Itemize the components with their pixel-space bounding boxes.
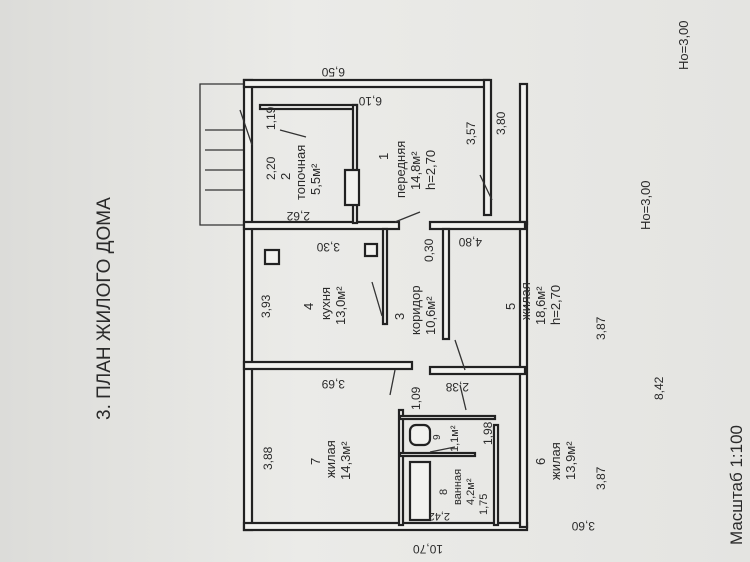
doors [239, 109, 493, 453]
dim-2-20: 2,20 [264, 156, 278, 180]
room-5-name: жилая [518, 282, 533, 320]
dim-2-42: 2,42 [429, 510, 450, 522]
room-9-num: 9 [432, 434, 443, 440]
room-7-num: 7 [308, 458, 323, 465]
dim-3-69: 3,69 [321, 377, 345, 391]
walls [242, 78, 529, 532]
dim-2-62: 2,62 [286, 209, 310, 223]
dim-3-80: 3,80 [494, 111, 508, 135]
dim-2-38: 2,38 [445, 380, 469, 394]
plan-title: 3. ПЛАН ЖИЛОГО ДОМА [94, 197, 115, 420]
dim-8-42: 8,42 [652, 376, 666, 400]
room-5-num: 5 [503, 303, 518, 310]
room-1-area: 14,8м² [408, 151, 423, 190]
dim-3-87-b: 3,87 [594, 466, 608, 490]
room-1-name: передняя [393, 141, 408, 198]
dim-10-70: 10,70 [413, 542, 443, 556]
dim-4-80: 4,80 [458, 235, 482, 249]
room-3-name: коридор [408, 285, 423, 335]
room-4-area: 13,0м² [333, 286, 348, 325]
dim-1-09: 1,09 [409, 386, 423, 410]
dim-1-75: 1,75 [478, 494, 490, 515]
room-9-area: 1,1м² [449, 425, 461, 452]
room-1-num: 1 [376, 153, 391, 160]
room-1-height: h=2,70 [423, 150, 438, 190]
porch-left [199, 83, 247, 226]
scale-label: Масштаб 1:100 [727, 425, 746, 545]
room-2-num: 2 [278, 173, 293, 180]
room-3-area: 10,6м² [423, 296, 438, 335]
room-8-name: ванная [452, 469, 464, 505]
ho-top: Но=3,00 [676, 20, 691, 70]
dim-3-57: 3,57 [464, 121, 478, 145]
dim-3-93: 3,93 [259, 294, 273, 318]
room-7-name: жилая [323, 440, 338, 478]
room-4-name: кухня [318, 287, 333, 320]
room-4-num: 4 [301, 303, 316, 310]
room-5-area: 18,6м² [533, 286, 548, 325]
room-2-name: топочная [293, 145, 308, 200]
room-8-num: 8 [438, 489, 450, 495]
dimensions: 6,50 6,10 1,19 2,20 2,62 3,57 3,80 3,30 … [259, 65, 666, 556]
room-3-num: 3 [392, 313, 407, 320]
dim-3-30: 3,30 [316, 240, 340, 254]
room-2-area: 5,5м² [308, 163, 323, 195]
room-5-height: h=2,70 [548, 285, 563, 325]
room-6-area: 13,9м² [563, 441, 578, 480]
room-6-name: жилая [548, 442, 563, 480]
room-7-area: 14,3м² [338, 441, 353, 480]
room-8-area: 4,2м² [465, 478, 477, 505]
dim-6-50: 6,50 [321, 65, 345, 79]
dim-3-60: 3,60 [571, 519, 595, 533]
dim-6-10: 6,10 [358, 94, 382, 108]
dim-0-30: 0,30 [422, 238, 436, 262]
dim-3-87-a: 3,87 [594, 316, 608, 340]
room-6-num: 6 [533, 458, 548, 465]
dim-1-19: 1,19 [264, 106, 278, 130]
dim-3-88: 3,88 [261, 446, 275, 470]
ho-mid: Но=3,00 [638, 180, 653, 230]
dim-1-98: 1,98 [481, 421, 495, 445]
